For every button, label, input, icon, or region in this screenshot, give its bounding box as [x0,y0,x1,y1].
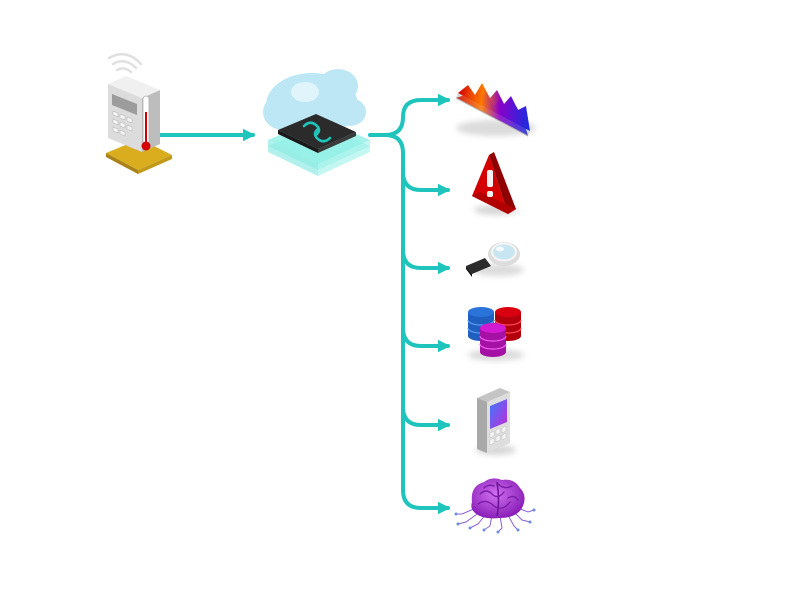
connector-lines [158,93,451,515]
connector-hub-to-alert [401,170,451,197]
connector-hub-to-database [401,326,451,353]
database-icon [467,307,524,361]
alert-icon [472,152,518,215]
magnifier-icon [466,242,524,277]
3d-chart-icon [455,83,536,137]
cloud-shape [263,69,366,137]
cloud-chip-icon [263,69,370,176]
connector-trunk [383,133,451,515]
chip-logo [302,121,332,143]
chip [278,114,356,153]
brain-icon [454,478,536,534]
connector-hub-to-search [401,248,451,275]
connector-hub-to-chart [368,93,451,137]
database-magenta [479,323,507,357]
connector-hub-to-mobile [401,405,451,432]
thermostat-sensor-icon [106,52,172,174]
mobile-device-icon [476,388,516,455]
neural-connections [456,507,535,533]
